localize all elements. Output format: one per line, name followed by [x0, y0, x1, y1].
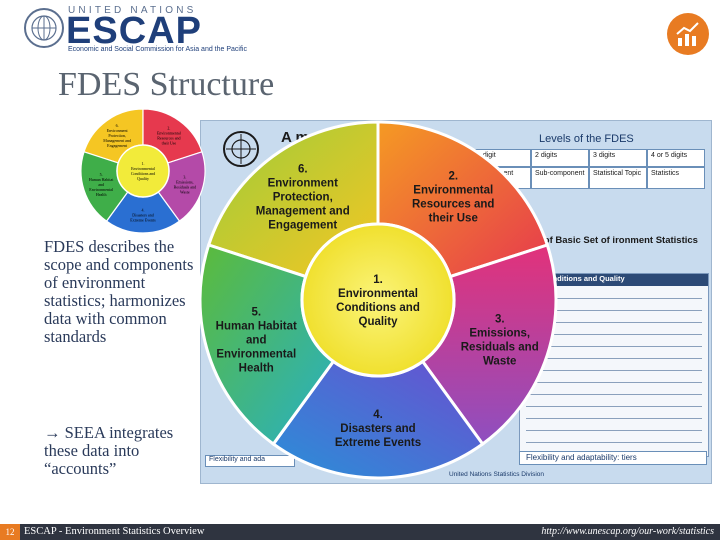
levels-header-cell: 2 digits: [531, 149, 589, 167]
sample-line: [526, 322, 702, 323]
sample-line: [526, 346, 702, 347]
sample-line: [526, 334, 702, 335]
un-emblem-icon: [22, 6, 66, 50]
fdes-description: FDES describes the scope and components …: [44, 237, 194, 346]
un-emblem-icon: [221, 129, 261, 169]
tiers-box: Flexibility and adaptability: tiers: [519, 451, 707, 465]
sample-line: [526, 418, 702, 419]
sample-line: [526, 298, 702, 299]
levels-cell: Statistics: [647, 167, 705, 189]
sample-line: [526, 310, 702, 311]
sample-line: [526, 442, 702, 443]
seea-note: → SEEA integrates these data into “accou…: [44, 423, 174, 478]
footer-url[interactable]: http://www.unescap.org/our-work/statisti…: [541, 526, 714, 537]
sample-line: [526, 370, 702, 371]
sample-header: ental Conditions and Quality: [520, 274, 708, 286]
org-name-line1: UNITED NATIONS: [68, 5, 197, 16]
unsd-credit: United Nations Statistics Division: [449, 471, 545, 478]
org-full-name: Economic and Social Commission for Asia …: [68, 46, 247, 53]
sample-line: [526, 406, 702, 407]
footer-bar: [0, 524, 720, 540]
page-number: 12: [0, 524, 20, 540]
tiers-box-left: Flexibility and ada: [205, 455, 295, 467]
levels-header-cell: 4 or 5 digits: [647, 149, 705, 167]
sample-title: mple of Basic Set of ironment Statistics: [519, 235, 698, 246]
levels-cell: Statistical Topic: [589, 167, 647, 189]
slide-title: FDES Structure: [58, 66, 275, 103]
levels-cell: Sub-component: [531, 167, 589, 189]
statistics-icon: [666, 12, 710, 56]
levels-header-cell: 3 digits: [589, 149, 647, 167]
wheel-center: [300, 222, 456, 378]
sample-line: [526, 394, 702, 395]
org-name-escap: ESCAP: [66, 10, 202, 52]
footer-title: ESCAP - Environment Statistics Overview: [24, 526, 205, 537]
sample-line: [526, 430, 702, 431]
sample-line: [526, 382, 702, 383]
small-wheel-center: [116, 144, 170, 198]
sample-line: [526, 358, 702, 359]
levels-title: Levels of the FDES: [539, 133, 634, 145]
